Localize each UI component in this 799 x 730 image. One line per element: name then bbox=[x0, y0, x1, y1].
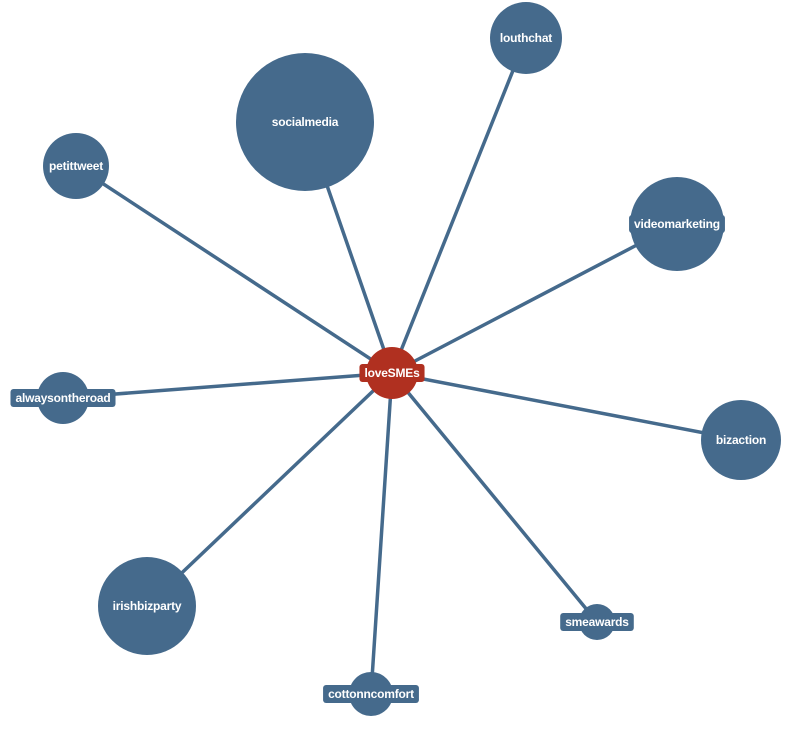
edge-loveSMEs-alwaysontheroad bbox=[61, 371, 394, 400]
node-alwaysontheroad[interactable]: alwaysontheroad bbox=[10, 372, 116, 424]
node-irishbizparty[interactable]: irishbizparty bbox=[98, 557, 196, 655]
edge-loveSMEs-bizaction bbox=[390, 371, 743, 442]
node-label-box-videomarketing bbox=[629, 215, 725, 233]
node-label-box-cottonncomfort bbox=[323, 685, 419, 703]
node-label-box-alwaysontheroad bbox=[10, 389, 116, 407]
edge-loveSMEs-louthchat bbox=[390, 36, 528, 375]
node-label-irishbizparty: irishbizparty bbox=[113, 599, 182, 613]
node-label-petittweet: petittweet bbox=[49, 159, 103, 173]
edge-loveSMEs-cottonncomfort bbox=[369, 371, 394, 696]
node-circle-bizaction[interactable] bbox=[701, 400, 781, 480]
node-smeawards[interactable]: smeawards bbox=[560, 604, 634, 640]
node-louthchat[interactable]: louthchat bbox=[490, 2, 562, 74]
node-label-box-smeawards bbox=[560, 613, 634, 631]
node-label-bizaction: bizaction bbox=[716, 433, 766, 447]
edge-loveSMEs-irishbizparty bbox=[145, 371, 394, 608]
edge-loveSMEs-smeawards bbox=[390, 371, 599, 624]
node-label-loveSMEs: loveSMEs bbox=[364, 366, 420, 380]
node-label-box-petittweet bbox=[43, 157, 109, 175]
node-label-box-loveSMEs bbox=[359, 364, 425, 382]
node-label-louthchat: louthchat bbox=[500, 31, 552, 45]
node-videomarketing[interactable]: videomarketing bbox=[629, 177, 725, 271]
node-label-cottonncomfort: cottonncomfort bbox=[328, 687, 414, 701]
node-loveSMEs[interactable]: loveSMEs bbox=[359, 347, 425, 399]
node-bizaction[interactable]: bizaction bbox=[701, 400, 781, 480]
edge-loveSMEs-videomarketing bbox=[390, 222, 679, 375]
node-circle-irishbizparty[interactable] bbox=[98, 557, 196, 655]
node-circle-louthchat[interactable] bbox=[490, 2, 562, 74]
node-circle-socialmedia[interactable] bbox=[236, 53, 374, 191]
edges-layer bbox=[61, 36, 743, 696]
node-label-socialmedia: socialmedia bbox=[272, 115, 339, 129]
node-label-videomarketing: videomarketing bbox=[634, 217, 720, 231]
node-cottonncomfort[interactable]: cottonncomfort bbox=[323, 672, 419, 716]
node-petittweet[interactable]: petittweet bbox=[43, 133, 109, 199]
node-socialmedia[interactable]: socialmedia bbox=[236, 53, 374, 191]
node-label-alwaysontheroad: alwaysontheroad bbox=[15, 391, 110, 405]
nodes-layer: louthchat socialmedia petittweet videomarke… bbox=[10, 2, 781, 716]
node-label-smeawards: smeawards bbox=[565, 615, 629, 629]
edge-loveSMEs-petittweet bbox=[74, 164, 394, 375]
